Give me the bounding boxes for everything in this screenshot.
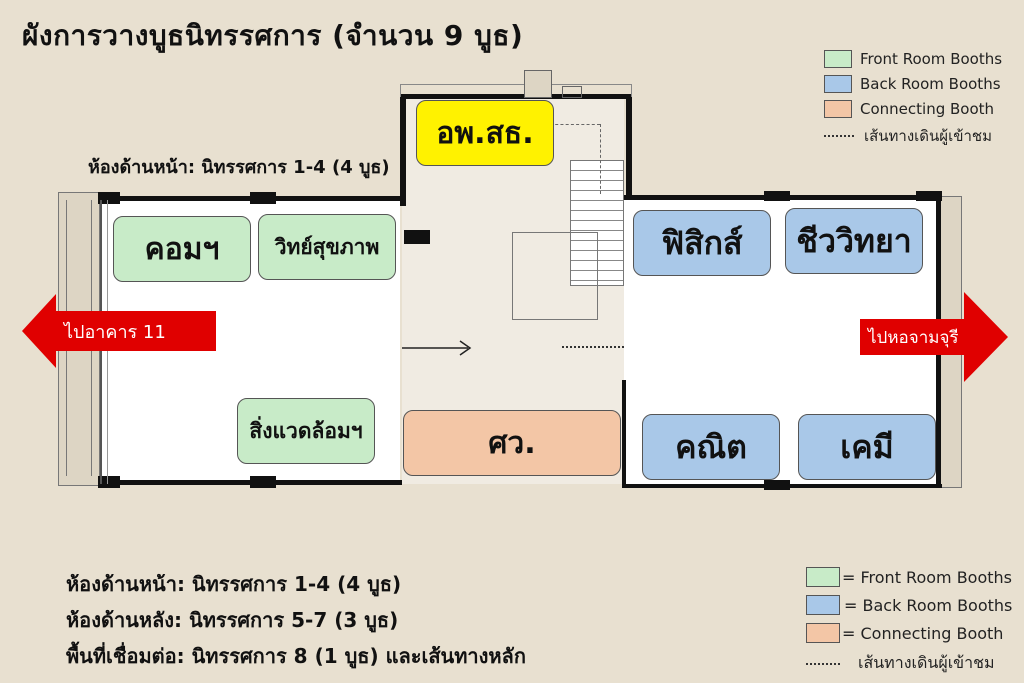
corridor-right-wall <box>626 94 632 198</box>
legend-label: = Front Room Booths <box>842 567 1012 587</box>
back-room-pillar <box>764 191 790 201</box>
booth-env[interactable]: สิ่งแวดล้อมฯ <box>237 398 375 464</box>
legend-top-path: เส้นทางเดินผู้เข้าชม <box>824 124 992 148</box>
legend-label: Back Room Booths <box>860 75 1001 93</box>
exit-right-label: ไปหอจามจุรี <box>860 319 964 355</box>
corridor-column <box>404 230 430 244</box>
legend-label: = Back Room Booths <box>844 595 1013 615</box>
legend-label: = Connecting Booth <box>842 623 1004 643</box>
back-room-pillar <box>916 191 942 201</box>
corridor-left-wall <box>400 96 406 206</box>
booth-biology[interactable]: ชีววิทยา <box>785 208 923 274</box>
visitor-path-dots <box>562 346 624 348</box>
legend-dots <box>806 662 840 665</box>
legend-swatch-back <box>824 75 852 93</box>
legend-dots <box>824 135 854 137</box>
booth-chem[interactable]: เคมี <box>798 414 936 480</box>
legend-bottom-connect: = Connecting Booth <box>806 623 1003 643</box>
stair-landing <box>512 232 598 320</box>
legend-swatch-front <box>806 567 840 587</box>
legend-label: เส้นทางเดินผู้เข้าชม <box>864 127 992 145</box>
legend-swatch-connect <box>806 623 840 643</box>
booth-connect[interactable]: ศว. <box>403 410 621 476</box>
booth-comp[interactable]: คอมฯ <box>113 216 251 282</box>
legend-bottom-path: เส้นทางเดินผู้เข้าชม <box>806 651 994 676</box>
legend-swatch-back <box>806 595 840 615</box>
summary-line-1: ห้องด้านหน้า: นิทรรศการ 1-4 (4 บูธ) <box>66 572 402 596</box>
page-title: ผังการวางบูธนิทรรศการ (จำนวน 9 บูธ) <box>22 19 524 52</box>
top-vent <box>524 70 552 98</box>
summary-line-3: พื้นที่เชื่อมต่อ: นิทรรศการ 8 (1 บูธ) แล… <box>66 644 526 668</box>
booth-math[interactable]: คณิต <box>642 414 780 480</box>
exit-left-label: ไปอาคาร 11 <box>56 311 216 351</box>
legend-top-front: Front Room Booths <box>824 50 1002 68</box>
legend-top-back: Back Room Booths <box>824 75 1001 93</box>
exit-left-arrow[interactable]: ไปอาคาร 11 <box>22 294 216 368</box>
arrow-left-icon <box>22 294 56 368</box>
dashed-path-top <box>550 124 600 125</box>
arrow-right-icon <box>964 292 1008 382</box>
legend-label: Connecting Booth <box>860 100 995 118</box>
legend-label: Front Room Booths <box>860 50 1003 68</box>
booth-health[interactable]: วิทย์สุขภาพ <box>258 214 396 280</box>
legend-swatch-connect <box>824 100 852 118</box>
back-room-pillar <box>764 480 790 490</box>
front-room-pillar <box>98 476 120 488</box>
legend-swatch-front <box>824 50 852 68</box>
legend-top-connect: Connecting Booth <box>824 100 994 118</box>
legend-label: เส้นทางเดินผู้เข้าชม <box>858 653 995 672</box>
top-structure <box>400 84 632 97</box>
booth-physics[interactable]: ฟิสิกส์ <box>633 210 771 276</box>
back-room-left-wall <box>622 380 626 488</box>
front-room-pillar <box>250 476 276 488</box>
exit-right-arrow[interactable]: ไปหอจามจุรี <box>860 292 1008 382</box>
front-room-pillar <box>250 192 276 204</box>
booth-special[interactable]: อพ.สธ. <box>416 100 554 166</box>
summary-line-2: ห้องด้านหลัง: นิทรรศการ 5-7 (3 บูธ) <box>66 608 399 632</box>
direction-arrow <box>402 340 472 356</box>
front-room-caption: ห้องด้านหน้า: นิทรรศการ 1-4 (4 บูธ) <box>88 157 390 178</box>
front-room-pillar <box>98 192 120 204</box>
legend-bottom-front: = Front Room Booths <box>806 567 1012 587</box>
top-vent-small <box>562 86 582 98</box>
corridor-top-wall <box>400 94 632 99</box>
legend-bottom-back: = Back Room Booths <box>806 595 1012 615</box>
dashed-path-vertical <box>600 124 601 194</box>
